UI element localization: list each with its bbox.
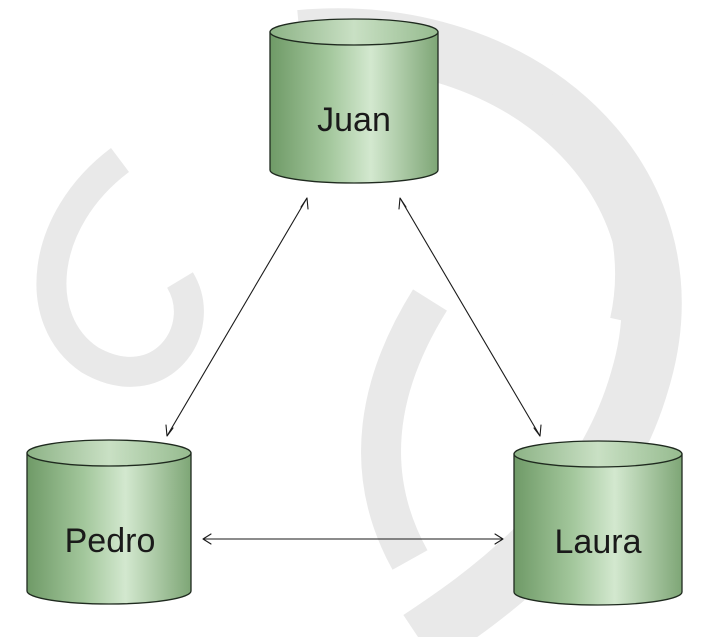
edge-pedro-laura [202,533,504,545]
node-pedro-database-icon[interactable]: Pedro [26,439,192,605]
node-laura-label: Laura [555,523,642,561]
edge-juan-pedro [165,197,309,437]
edge-juan-laura [398,197,542,437]
node-juan-label: Juan [317,101,391,139]
background-swirl-decoration [36,8,682,637]
node-laura-database-icon[interactable]: Laura [513,440,683,606]
node-juan-database-icon[interactable]: Juan [269,18,439,184]
node-pedro-label: Pedro [65,522,156,560]
